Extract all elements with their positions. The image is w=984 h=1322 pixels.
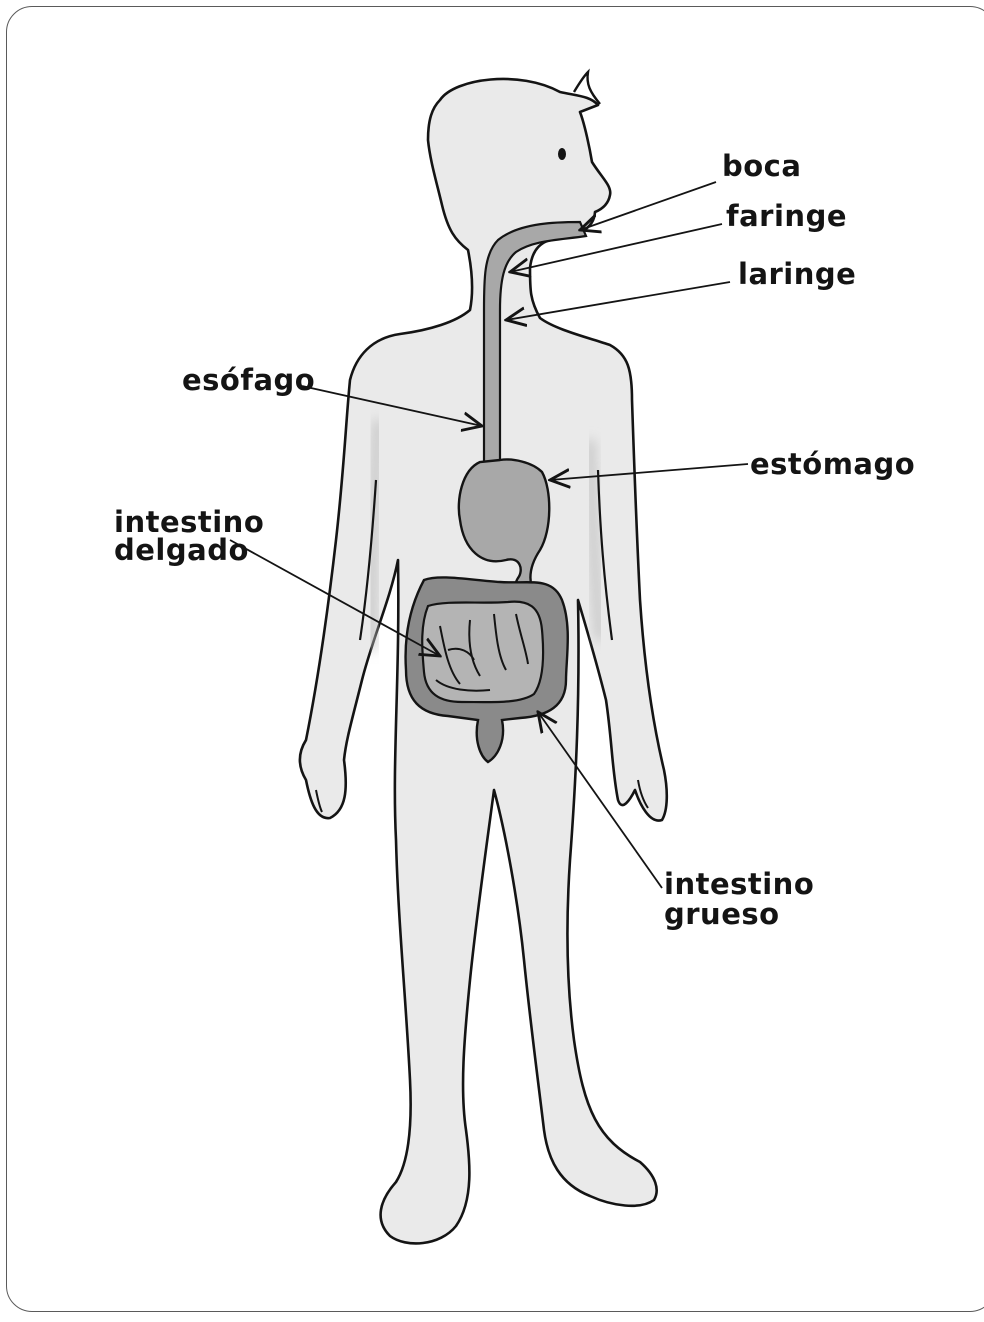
label-intestino-delgado-line2: delgado bbox=[114, 533, 249, 567]
label-intestino-grueso-line2: grueso bbox=[664, 897, 780, 931]
label-boca: boca bbox=[722, 149, 801, 183]
label-faringe: faringe bbox=[726, 199, 847, 233]
label-laringe: laringe bbox=[738, 257, 856, 291]
eye-icon bbox=[558, 148, 566, 160]
label-esofago: esófago bbox=[182, 363, 315, 397]
leader-laringe bbox=[506, 282, 730, 320]
label-estomago: estómago bbox=[750, 447, 915, 481]
label-intestino-grueso-line1: intestino bbox=[664, 867, 814, 901]
